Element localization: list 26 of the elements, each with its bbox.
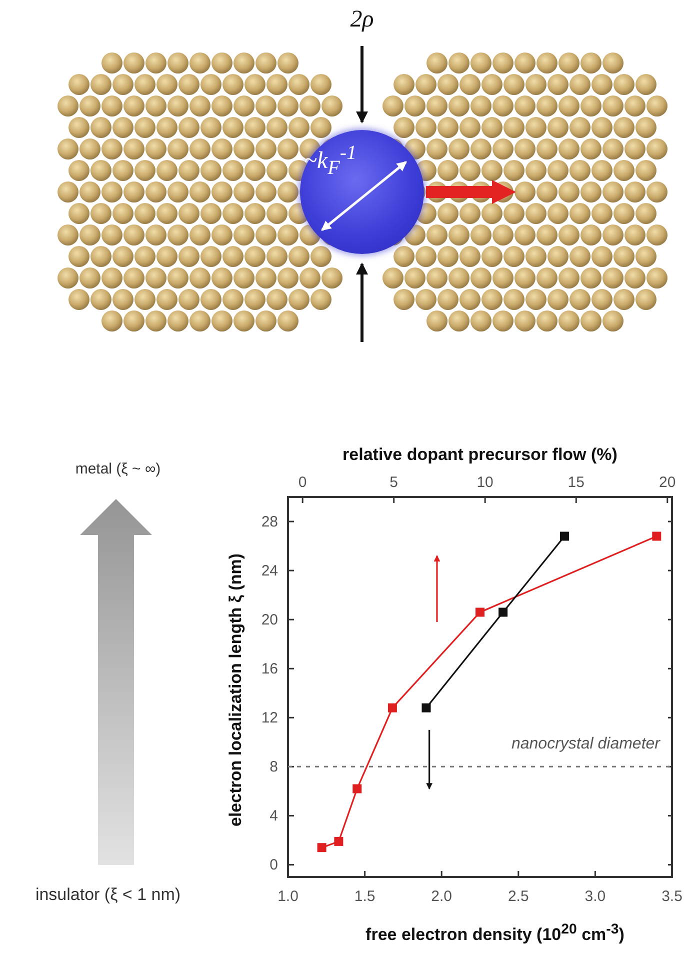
tick-label: 20	[659, 474, 676, 491]
tick-label: 5	[390, 474, 398, 491]
tick-label: 1.5	[354, 888, 376, 905]
annotation-text: nanocrystal diameter	[511, 736, 660, 753]
tick-label: 0	[298, 474, 307, 491]
state-label: insulator (ξ < 1 nm)	[35, 885, 181, 905]
tick-label: 3.0	[584, 888, 606, 905]
tick-label: 1.0	[278, 888, 298, 905]
dimension-label: 2ρ	[350, 6, 374, 34]
tick-label: 10	[476, 474, 494, 491]
tick-label: 3.5	[662, 888, 682, 905]
axis-title: free electron density (10$^{20}$ cm$^{-3}$)	[366, 921, 624, 945]
tick-label: 20	[261, 612, 278, 629]
tick-label: 8	[270, 758, 278, 776]
tick-label: 15	[568, 474, 584, 491]
tick-label: 2.5	[508, 888, 529, 905]
tick-label: 28	[261, 514, 278, 531]
axis-title: electron localization length ξ (nm)	[226, 554, 246, 826]
tick-label: 12	[261, 710, 278, 727]
tick-label: 2.0	[431, 888, 452, 905]
state-label: metal (ξ ~ ∞)	[75, 460, 161, 478]
tick-label: 24	[261, 562, 278, 580]
tick-label: 0	[270, 856, 278, 874]
axis-title: relative dopant precursor flow (%)	[342, 445, 618, 465]
tick-label: 16	[261, 660, 278, 678]
tick-label: 4	[270, 808, 278, 825]
